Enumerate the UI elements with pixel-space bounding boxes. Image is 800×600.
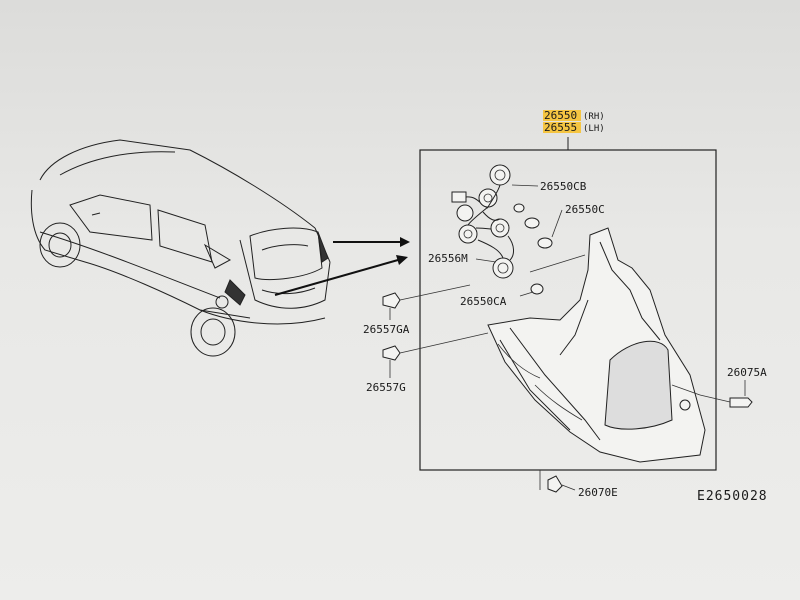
screw <box>699 380 753 408</box>
label-harness-m: 26556M <box>428 252 468 265</box>
highlight-lh <box>543 122 581 133</box>
bolt <box>539 470 576 493</box>
clips <box>382 284 489 378</box>
label-screw-a: 26075A <box>727 366 767 379</box>
highlight-rh <box>543 110 581 121</box>
lamp-housing <box>487 227 706 463</box>
label-assembly-lh-number: 26555 <box>544 121 577 134</box>
label-clip-g: 26557G <box>366 381 406 394</box>
label-bulb-c: 26550C <box>565 203 605 216</box>
label-assembly-rh-side: (RH) <box>583 112 605 122</box>
pointer-arrows <box>274 237 410 296</box>
label-bolt-e: 26070E <box>578 486 618 499</box>
label-bulb-socket-cb: 26550CB <box>540 180 587 193</box>
label-assembly-lh-side: (LH) <box>583 124 605 134</box>
car-illustration <box>30 139 331 357</box>
label-assembly-rh-number: 26550 <box>544 109 577 122</box>
label-bulb-ca: 26550CA <box>460 295 507 308</box>
label-clip-ga: 26557GA <box>363 323 410 336</box>
harness-assembly <box>451 164 586 297</box>
diagram-reference: E2650028 <box>697 489 768 504</box>
